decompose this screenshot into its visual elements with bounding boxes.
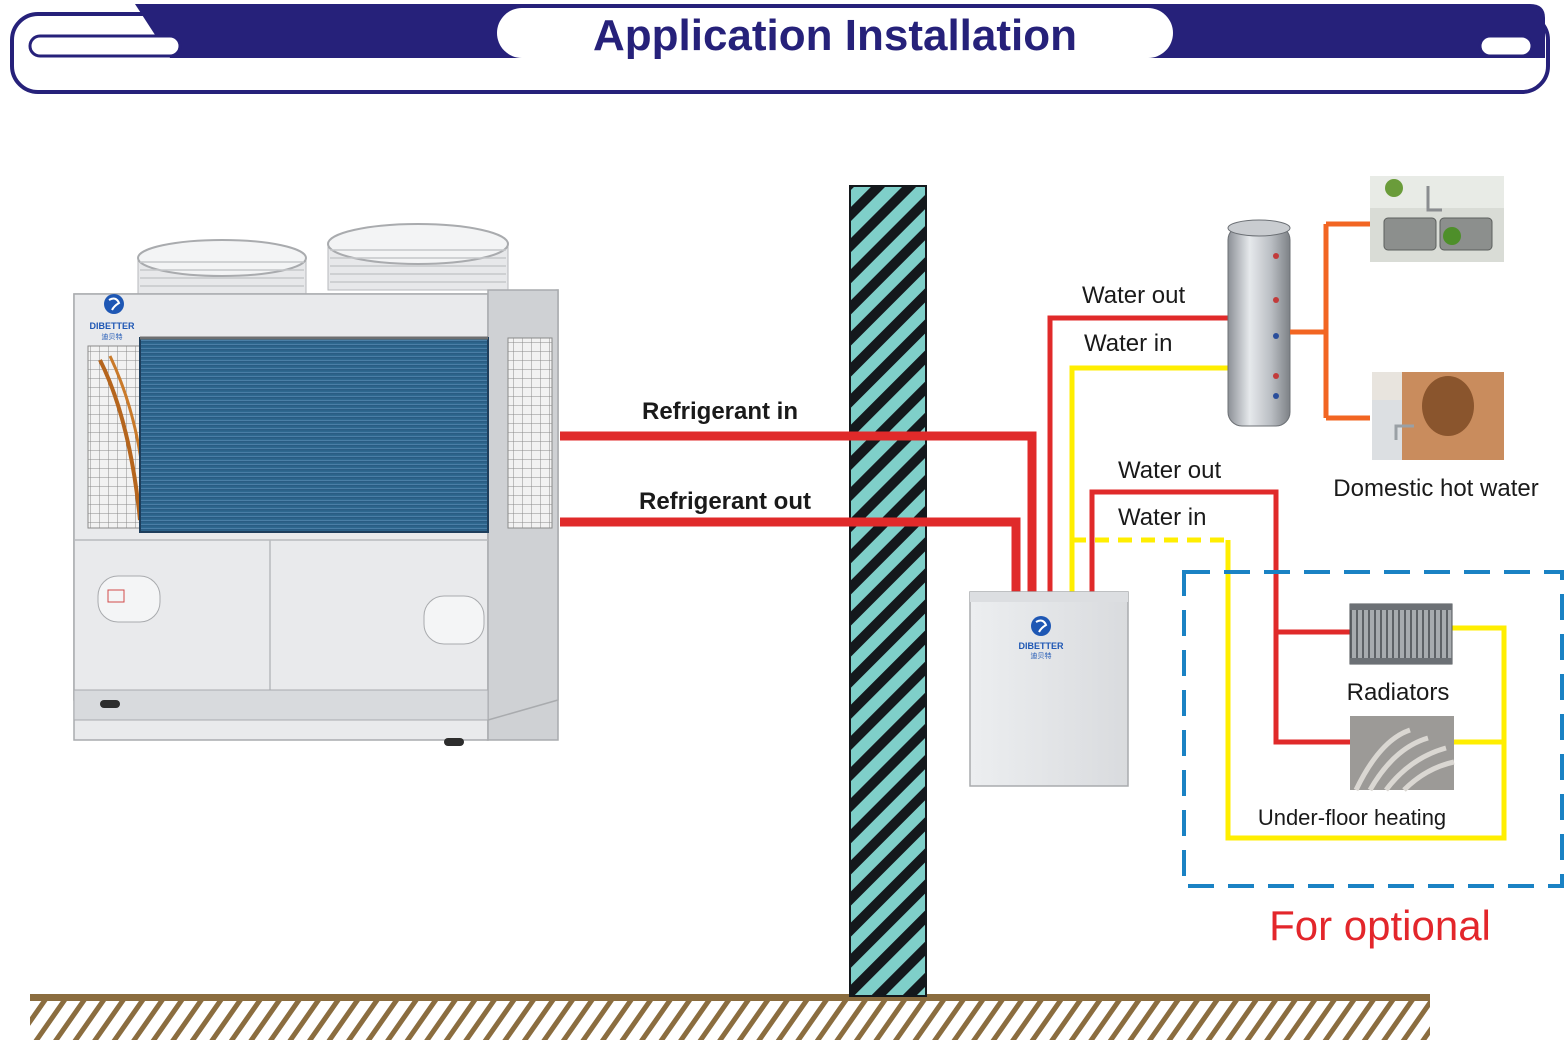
brand-cn-outdoor: 迪贝特 xyxy=(102,332,123,341)
outdoor-unit: DIBETTER 迪贝特 xyxy=(73,223,559,746)
wall xyxy=(849,185,927,997)
kitchen-sink-icon xyxy=(1370,176,1504,262)
heating-water-in-label: Water in xyxy=(1118,504,1206,531)
underfloor-heating-icon xyxy=(1350,716,1455,792)
tank-water-pipes xyxy=(1047,315,1230,592)
fan-left-icon xyxy=(137,239,307,299)
hot-water-tank-icon xyxy=(1227,219,1291,427)
underfloor-heating-label: Under-floor heating xyxy=(1258,805,1446,830)
brand-name-indoor: DIBETTER xyxy=(1019,641,1065,651)
heating-water-out-label: Water out xyxy=(1118,457,1221,484)
face-washing-icon xyxy=(1372,372,1504,460)
radiator-icon xyxy=(1349,603,1453,665)
refrigerant-out-label: Refrigerant out xyxy=(639,488,811,515)
brand-name-outdoor: DIBETTER xyxy=(90,321,136,331)
radiators-label: Radiators xyxy=(1347,679,1450,706)
refrigerant-in-label: Refrigerant in xyxy=(642,398,798,425)
refrigerant-pipes xyxy=(560,431,1037,592)
domestic-hot-water-label: Domestic hot water xyxy=(1333,475,1538,502)
heating-water-pipes xyxy=(1072,489,1507,841)
domestic-hot-water-pipes xyxy=(1290,221,1370,421)
brand-cn-indoor: 迪贝特 xyxy=(1031,651,1052,660)
fan-right-icon xyxy=(327,223,509,291)
optional-section-frame xyxy=(1182,570,1564,888)
header-banner: Application Installation xyxy=(10,4,1550,94)
page-title: Application Installation xyxy=(593,11,1077,60)
tank-water-in-label: Water in xyxy=(1084,330,1172,357)
tank-water-out-label: Water out xyxy=(1082,282,1185,309)
indoor-unit: DIBETTER 迪贝特 xyxy=(969,591,1129,787)
brand-logo-outdoor: DIBETTER 迪贝特 xyxy=(90,294,136,341)
optional-label: For optional xyxy=(1269,902,1491,949)
ground xyxy=(30,994,1430,1040)
